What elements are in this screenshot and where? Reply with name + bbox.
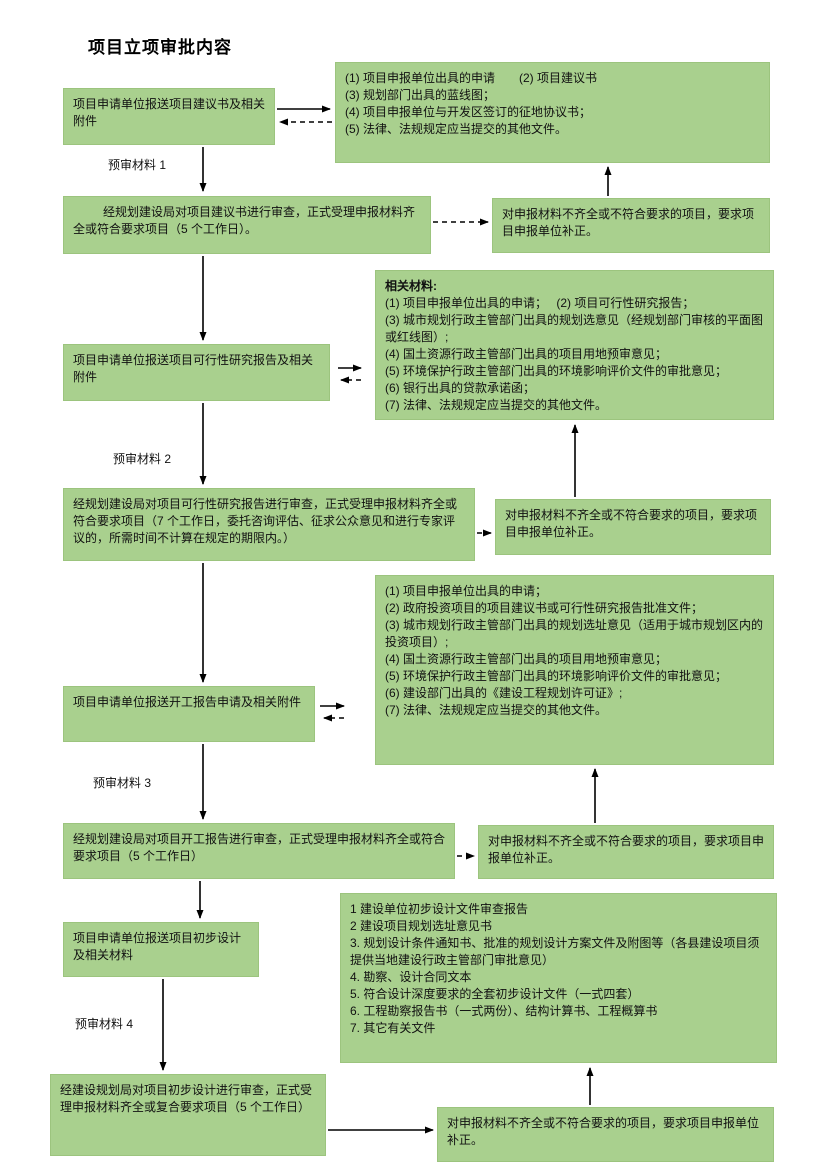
list-line: (4) 国土资源行政主管部门出具的项目用地预审意见； [385,652,668,667]
list-line: 5. 符合设计深度要求的全套初步设计文件（一式四套） [350,987,640,1002]
list-line: (3) 城市规划行政主管部门出具的规划选址意见（适用于城市规划区内的投资项目）; [385,618,764,650]
list-line: 2 建设项目规划选址意见书 [350,919,493,934]
list-line: (6) 银行出具的贷款承诺函； [385,381,536,396]
list-line: (7) 法律、法规规定应当提交的其他文件。 [385,398,608,413]
step-review-construction-start-report: 经规划建设局对项目开工报告进行审查，正式受理申报材料齐全或符合要求项目（5 个工… [63,823,455,879]
list-line: (3) 城市规划行政主管部门出具的规划选意见（经规划部门审核的平面图或红线图）; [385,313,764,345]
materials-list-items: (1) 项目申报单位出具的申请； (2) 项目可行性研究报告； (3) 城市规划行… [385,295,764,414]
correction-notice-4: 对申报材料不齐全或不符合要求的项目，要求项目申报单位补正。 [437,1107,774,1162]
step-text: 项目申请单位报送项目初步设计及相关材料 [73,931,242,963]
list-line: (1) 项目申报单位出具的申请 (2) 项目建议书 [345,71,598,85]
label-pre-material-4: 预审材料 4 [75,1017,134,1031]
step-text: 经规划建设局对项目可行性研究报告进行审查，正式受理申报材料齐全或符合要求项目（7… [73,497,458,546]
list-line: (6) 建设部门出具的《建设工程规划许可证》; [385,686,623,701]
list-line: (3) 规划部门出具的蓝线图； [345,88,496,103]
notice-text: 对申报材料不齐全或不符合要求的项目，要求项目申报单位补正。 [505,508,758,540]
step-submit-feasibility-report: 项目申请单位报送项目可行性研究报告及相关附件 [63,344,330,401]
list-line: (5) 环境保护行政主管部门出具的环境影响评价文件的审批意见； [385,669,728,684]
label-pre-material-3: 预审材料 3 [93,776,152,790]
list-line: (7) 法律、法规规定应当提交的其他文件。 [385,703,608,718]
correction-notice-3: 对申报材料不齐全或不符合要求的项目，要求项目申报单位补正。 [478,825,774,879]
step-text: 项目申请单位报送项目可行性研究报告及相关附件 [73,353,314,385]
list-line: 6. 工程勘察报告书（一式两份）、结构计算书、工程概算书 [350,1004,658,1019]
materials-preliminary-design-list: 1 建设单位初步设计文件审查报告 2 建设项目规划选址意见书 3. 规划设计条件通知… [340,893,777,1063]
page-title: 项目立项审批内容 [88,38,232,57]
label-pre-material-2: 预审材料 2 [113,452,172,466]
step-text: 项目申请单位报送项目建议书及相关附件 [73,97,266,129]
list-line: (1) 项目申报单位出具的申请； (2) 项目可行性研究报告； [385,296,695,311]
list-line: (4) 国土资源行政主管部门出具的项目用地预审意见； [385,347,668,362]
step-review-preliminary-design: 经建设规划局对项目初步设计进行审查，正式受理申报材料齐全或复合要求项目（5 个工… [50,1074,326,1156]
correction-notice-1: 对申报材料不齐全或不符合要求的项目，要求项目申报单位补正。 [492,198,770,253]
list-line: (5) 法律、法规规定应当提交的其他文件。 [345,122,568,137]
step-text: 经建设规划局对项目初步设计进行审查，正式受理申报材料齐全或复合要求项目（5 个工… [60,1083,313,1115]
list-line: 1 建设单位初步设计文件审查报告 [350,902,529,916]
notice-text: 对申报材料不齐全或不符合要求的项目，要求项目申报单位补正。 [502,207,755,239]
list-line: 7. 其它有关文件 [350,1021,436,1036]
materials-list-title: 相关材料: [385,279,437,293]
materials-proposal-list: (1) 项目申报单位出具的申请 (2) 项目建议书 (3) 规划部门出具的蓝线图；… [335,62,770,163]
step-submit-construction-start-report: 项目申请单位报送开工报告申请及相关附件 [63,686,315,742]
notice-text: 对申报材料不齐全或不符合要求的项目，要求项目申报单位补正。 [447,1116,760,1148]
list-line: (1) 项目申报单位出具的申请； [385,584,548,598]
list-line: 3. 规划设计条件通知书、批准的规划设计方案文件及附图等（各县建设项目须提供当地… [350,936,760,968]
materials-construction-start-list: (1) 项目申报单位出具的申请； (2) 政府投资项目的项目建议书或可行性研究报告… [375,575,774,765]
step-text: 项目申请单位报送开工报告申请及相关附件 [73,695,302,709]
label-pre-material-1: 预审材料 1 [108,158,167,172]
notice-text: 对申报材料不齐全或不符合要求的项目，要求项目申报单位补正。 [488,834,765,866]
list-line: (4) 项目申报单位与开发区签订的征地协议书； [345,105,592,120]
step-submit-proposal: 项目申请单位报送项目建议书及相关附件 [63,88,275,145]
list-line: (2) 政府投资项目的项目建议书或可行性研究报告批准文件； [385,601,704,616]
step-review-feasibility-report: 经规划建设局对项目可行性研究报告进行审查，正式受理申报材料齐全或符合要求项目（7… [63,488,475,561]
step-text: 经规划建设局对项目建议书进行审查，正式受理申报材料齐全或符合要求项目（5 个工作… [73,205,416,237]
step-review-proposal: 经规划建设局对项目建议书进行审查，正式受理申报材料齐全或符合要求项目（5 个工作… [63,196,431,254]
step-text: 经规划建设局对项目开工报告进行审查，正式受理申报材料齐全或符合要求项目（5 个工… [73,832,446,864]
step-submit-preliminary-design: 项目申请单位报送项目初步设计及相关材料 [63,922,259,977]
list-line: 4. 勘察、设计合同文本 [350,970,472,985]
list-line: (5) 环境保护行政主管部门出具的环境影响评价文件的审批意见； [385,364,728,379]
materials-feasibility-list: 相关材料: (1) 项目申报单位出具的申请； (2) 项目可行性研究报告； (3)… [375,270,774,420]
correction-notice-2: 对申报材料不齐全或不符合要求的项目，要求项目申报单位补正。 [495,499,771,555]
